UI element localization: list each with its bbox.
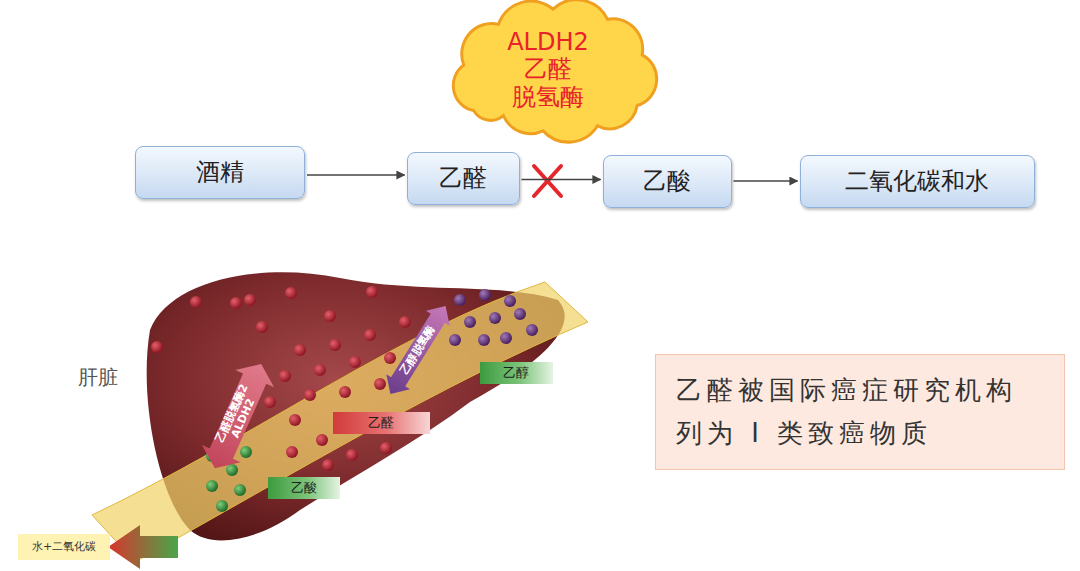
node-text: 乙醇脱氢酶 <box>398 323 437 376</box>
molecule-dot <box>289 414 301 426</box>
node-text: ALDH2 乙醛 脱氢酶 <box>507 29 589 112</box>
process-box: 二氧化碳和水 <box>800 155 1035 208</box>
molecule-dot <box>479 289 491 301</box>
node-text: 乙酸 <box>643 165 691 197</box>
molecule-dot <box>314 364 326 376</box>
text-group: 酒精 <box>196 156 244 188</box>
molecule-dot <box>294 344 306 356</box>
node-text: 乙酸 <box>291 481 317 495</box>
molecule-dot <box>346 449 358 461</box>
molecule-dot <box>339 386 351 398</box>
molecule-dot <box>151 341 163 353</box>
molecule-dot <box>216 500 228 512</box>
note-box: 乙醛被国际癌症研究机构列为 I 类致癌物质 <box>655 354 1065 470</box>
molecule-dot <box>316 434 328 446</box>
molecule-dot <box>244 294 256 306</box>
text-group: 乙醛脱氢酶2ALDH2 <box>214 382 262 449</box>
metabolic-band <box>92 282 588 562</box>
molecule-dot <box>329 339 341 351</box>
text-group: 乙酸 <box>643 165 691 197</box>
molecule-dot <box>285 287 297 299</box>
molecule-dot <box>264 396 276 408</box>
enzyme-arrow: 乙醛脱氢酶2ALDH2 <box>195 355 280 476</box>
molecule-dot <box>324 310 336 322</box>
enzyme-arrow: 乙醇脱氢酶 <box>379 298 458 401</box>
node-text: 乙醛被国际癌症研究机构列为 I 类致癌物质 <box>676 369 1044 455</box>
flow-arrow <box>307 174 405 175</box>
molecule-dot <box>240 446 252 458</box>
molecule-dot <box>364 329 376 341</box>
node-text: 乙醇 <box>503 366 529 380</box>
enzyme-cloud: ALDH2 乙醛 脱氢酶 <box>434 0 662 141</box>
block-cross <box>534 166 561 196</box>
organ-label: 肝脏 <box>78 364 118 391</box>
molecule-dot <box>504 295 516 307</box>
double-arrow <box>195 355 280 476</box>
node-text: 酒精 <box>196 156 244 188</box>
text-group: 乙醇 <box>503 366 529 380</box>
node-text: 乙醛 <box>368 416 394 430</box>
molecule-dot <box>449 334 461 346</box>
molecule-dot <box>322 459 334 471</box>
molecule-dot <box>226 464 238 476</box>
molecule-dot <box>349 356 361 368</box>
molecule-dot <box>286 446 298 458</box>
molecule-dot <box>374 378 386 390</box>
text-group: 水+二氧化碳 <box>32 541 96 553</box>
flow-arrow <box>522 179 601 180</box>
compound-tag: 乙醛 <box>333 412 430 434</box>
molecule-dot <box>454 294 466 306</box>
cloud-outline <box>453 0 656 142</box>
text-group: ALDH2 乙醛 脱氢酶 <box>507 29 589 112</box>
output-tag: 水+二氧化碳 <box>18 534 110 560</box>
process-box: 乙醛 <box>407 152 520 205</box>
molecule-dot <box>464 316 476 328</box>
molecule-dot <box>256 321 268 333</box>
node-text: 乙醛 <box>439 162 487 194</box>
molecule-dots <box>151 286 538 512</box>
text-group: 乙酸 <box>291 481 317 495</box>
molecule-dot <box>384 352 396 364</box>
text-group: 二氧化碳和水 <box>845 165 989 197</box>
block-cross <box>534 166 561 196</box>
molecule-dot <box>478 334 490 346</box>
molecule-dot <box>380 442 392 454</box>
node-text: 水+二氧化碳 <box>32 541 96 553</box>
molecule-dot <box>304 389 316 401</box>
flow-arrow <box>734 180 798 181</box>
text-group: 乙醛被国际癌症研究机构列为 I 类致癌物质 <box>676 369 1044 455</box>
text-group: 乙醛 <box>439 162 487 194</box>
output-arrow <box>108 525 178 569</box>
text-group: 乙醛 <box>368 416 394 430</box>
molecule-dot <box>489 312 501 324</box>
text-group: 乙醇脱氢酶 <box>398 323 437 376</box>
molecule-dot <box>234 484 246 496</box>
process-box: 乙酸 <box>603 155 732 208</box>
molecule-dot <box>230 297 242 309</box>
process-box: 酒精 <box>135 146 305 199</box>
molecule-dot <box>279 370 291 382</box>
molecule-dot <box>500 332 512 344</box>
molecule-dot <box>206 480 218 492</box>
node-text: 二氧化碳和水 <box>845 165 989 197</box>
compound-tag: 乙酸 <box>268 477 340 499</box>
molecule-dot <box>399 316 411 328</box>
molecule-dot <box>526 324 538 336</box>
molecule-dot <box>514 308 526 320</box>
molecule-dot <box>366 286 378 298</box>
molecule-dot <box>190 296 202 308</box>
double-arrow <box>379 298 458 401</box>
compound-tag: 乙醇 <box>480 362 553 384</box>
